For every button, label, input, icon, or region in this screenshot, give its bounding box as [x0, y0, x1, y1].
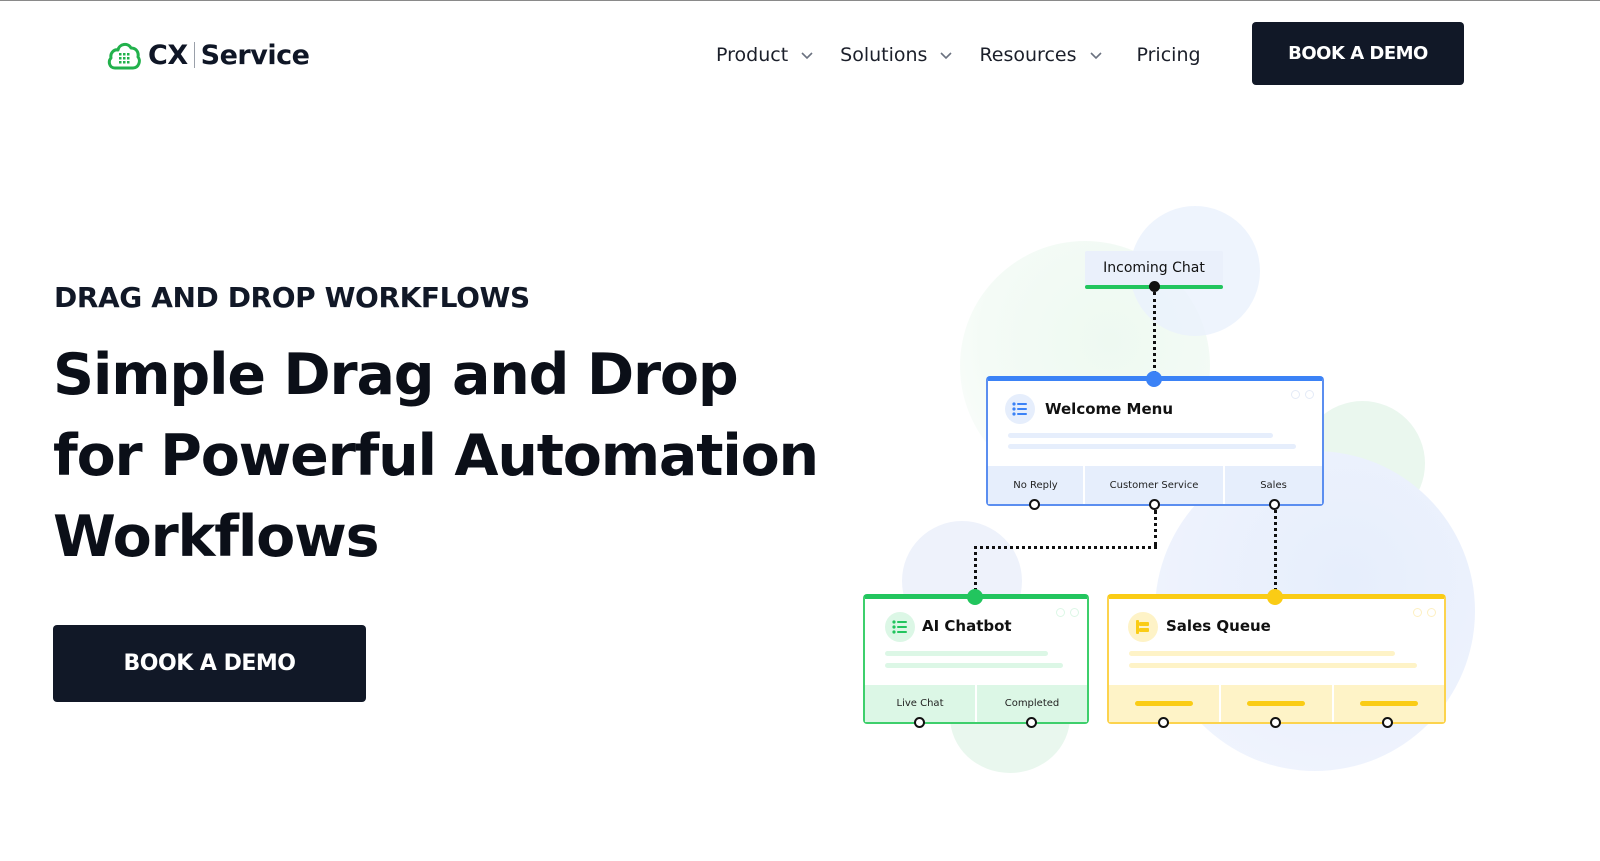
welcome-menu-node[interactable]: Welcome Menu No Reply Customer Service S… — [986, 376, 1324, 506]
outcome-live-chat[interactable]: Live Chat — [865, 685, 977, 722]
port-sales-1[interactable] — [1158, 717, 1169, 728]
ai-chatbot-title: AI Chatbot — [922, 617, 1012, 635]
connector-dot[interactable] — [967, 589, 983, 605]
hero-title-line-2: for Powerful Automation — [53, 423, 819, 489]
sales-queue-node[interactable]: Sales Queue — [1107, 594, 1446, 724]
outcome-sales[interactable]: Sales — [1260, 479, 1287, 491]
outcome-completed[interactable]: Completed — [1004, 698, 1060, 709]
window-control-icon — [1291, 390, 1300, 399]
port-live-chat[interactable] — [914, 717, 925, 728]
outcome-customer-service[interactable]: Customer Service — [1085, 466, 1225, 504]
chevron-down-icon — [940, 52, 953, 60]
logo-text-cx: CX — [148, 39, 188, 71]
connector-line — [974, 546, 977, 591]
hero-title-line-1: Simple Drag and Drop — [53, 342, 739, 408]
window-control-icon — [1413, 608, 1422, 617]
list-icon — [885, 612, 915, 642]
hero-eyebrow: DRAG AND DROP WORKFLOWS — [54, 281, 530, 314]
logo-divider — [193, 42, 195, 68]
connector-dot[interactable] — [1146, 371, 1162, 387]
outcome-bar — [1359, 701, 1418, 706]
outcome-placeholder[interactable] — [1109, 685, 1222, 722]
placeholder-line — [885, 663, 1063, 668]
nav-product[interactable]: Product — [716, 44, 814, 66]
cloud-grid-icon — [107, 42, 141, 70]
outcome-placeholder[interactable] — [1221, 685, 1334, 722]
placeholder-line — [1129, 651, 1395, 656]
nav-pricing-label: Pricing — [1136, 44, 1201, 66]
sales-queue-title: Sales Queue — [1166, 617, 1271, 635]
welcome-menu-title: Welcome Menu — [1045, 400, 1174, 418]
window-control-icon — [1070, 608, 1079, 617]
placeholder-line — [885, 651, 1048, 656]
ai-chatbot-outcomes: Live Chat Completed — [865, 685, 1087, 722]
window-control-icon — [1427, 608, 1436, 617]
sales-queue-outcomes — [1109, 685, 1444, 722]
outcome-bar — [1247, 701, 1306, 706]
nav-resources[interactable]: Resources — [979, 44, 1102, 66]
port-sales[interactable] — [1269, 499, 1280, 510]
list-icon — [1005, 394, 1035, 424]
window-control-icon — [1056, 608, 1065, 617]
connector-dot[interactable] — [1267, 589, 1283, 605]
book-demo-header-button[interactable]: BOOK A DEMO — [1252, 22, 1464, 85]
connector-line — [1153, 292, 1156, 374]
port-completed[interactable] — [1026, 717, 1037, 728]
nav-product-label: Product — [716, 44, 789, 66]
placeholder-line — [1008, 433, 1273, 438]
chevron-down-icon — [1089, 52, 1102, 60]
nav-solutions-label: Solutions — [840, 44, 928, 66]
hero-title: Simple Drag and Drop for Powerful Automa… — [53, 335, 819, 578]
connector-line — [974, 546, 1157, 549]
workflow-diagram: Incoming Chat Welcome Menu No Reply Cust… — [840, 196, 1500, 796]
main-nav: Product Solutions Resources Pricing — [716, 41, 1201, 69]
connector-dot[interactable] — [1149, 281, 1160, 292]
hero-title-line-3: Workflows — [53, 504, 380, 570]
outcome-no-reply[interactable]: No Reply — [988, 466, 1085, 504]
nav-pricing[interactable]: Pricing — [1137, 44, 1201, 66]
queue-icon — [1128, 612, 1158, 642]
incoming-chat-label: Incoming Chat — [1103, 260, 1205, 276]
placeholder-line — [1008, 444, 1296, 449]
ai-chatbot-node[interactable]: AI Chatbot Live Chat Completed — [863, 594, 1089, 724]
nav-resources-label: Resources — [979, 44, 1077, 66]
logo[interactable]: CX Service — [106, 37, 310, 73]
nav-solutions[interactable]: Solutions — [840, 44, 953, 66]
outcome-placeholder[interactable] — [1334, 685, 1444, 722]
port-customer-service[interactable] — [1149, 499, 1160, 510]
chevron-down-icon — [801, 52, 813, 60]
port-sales-3[interactable] — [1382, 717, 1393, 728]
outcome-bar — [1135, 701, 1194, 706]
placeholder-line — [1129, 663, 1417, 668]
connector-line — [1154, 510, 1157, 546]
window-control-icon — [1305, 390, 1314, 399]
logo-text-service: Service — [200, 39, 310, 71]
port-no-reply[interactable] — [1029, 499, 1040, 510]
welcome-menu-outcomes: No Reply Customer Service Sales — [988, 466, 1322, 504]
site-header: CX Service Product Solutions Resources P… — [0, 1, 1600, 109]
book-demo-hero-button[interactable]: BOOK A DEMO — [53, 625, 366, 702]
port-sales-2[interactable] — [1270, 717, 1281, 728]
connector-line — [1274, 510, 1277, 591]
